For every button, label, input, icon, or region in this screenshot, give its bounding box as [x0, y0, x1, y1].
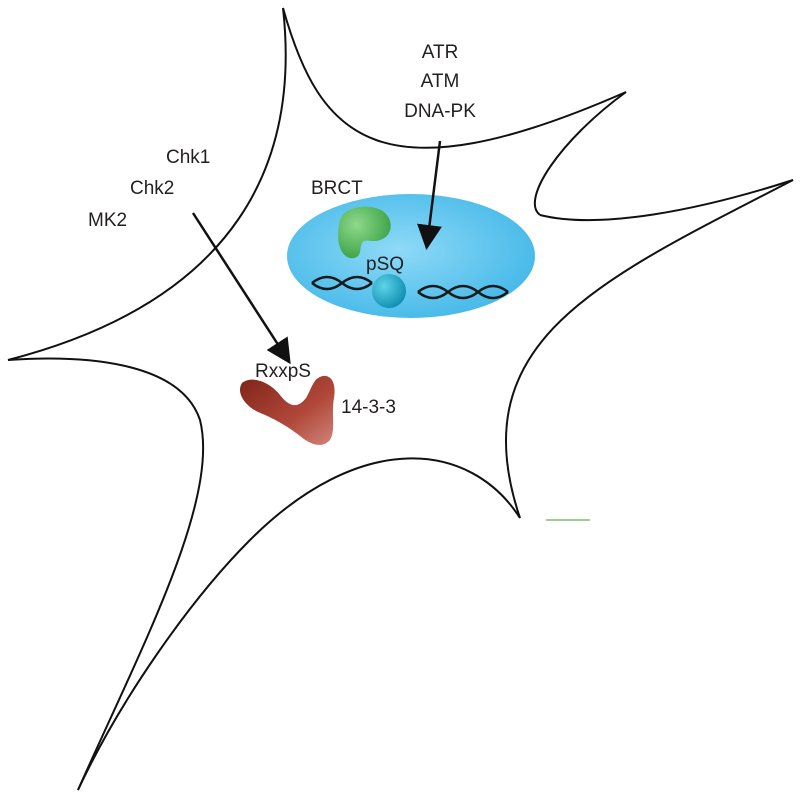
protein-14-3-3: [239, 375, 335, 445]
label-mk2: MK2: [88, 210, 127, 231]
psq-phospho-site: [372, 274, 406, 308]
label-chk1: Chk1: [166, 147, 210, 168]
nucleus: [287, 194, 535, 318]
cell-edge-top: [282, 7, 627, 149]
label-psq: pSQ: [366, 254, 404, 275]
cell-edge-right-notch: [539, 179, 794, 222]
label-rxxps: RxxpS: [255, 361, 311, 382]
label-brct: BRCT: [311, 178, 363, 199]
label-dna-pk: DNA-PK: [404, 101, 476, 122]
label-chk2: Chk2: [130, 178, 174, 199]
label-atr: ATR: [422, 42, 459, 63]
cell-edge-bottom-right: [77, 457, 521, 791]
arrow-chk-to-rxxps: [191, 212, 291, 365]
dna-helix: [311, 275, 509, 300]
label-atm: ATM: [421, 71, 460, 92]
cell-edge-top-left: [7, 7, 287, 361]
cell-edge-bottom-left: [7, 357, 205, 791]
arrow-atr-to-psq: [417, 140, 442, 250]
brct-domain: [338, 206, 391, 259]
cell-outline: [7, 7, 794, 791]
label-14-3-3: 14-3-3: [341, 397, 396, 418]
cell-edge-top-right: [534, 91, 627, 216]
cell-edge-right: [504, 179, 794, 519]
